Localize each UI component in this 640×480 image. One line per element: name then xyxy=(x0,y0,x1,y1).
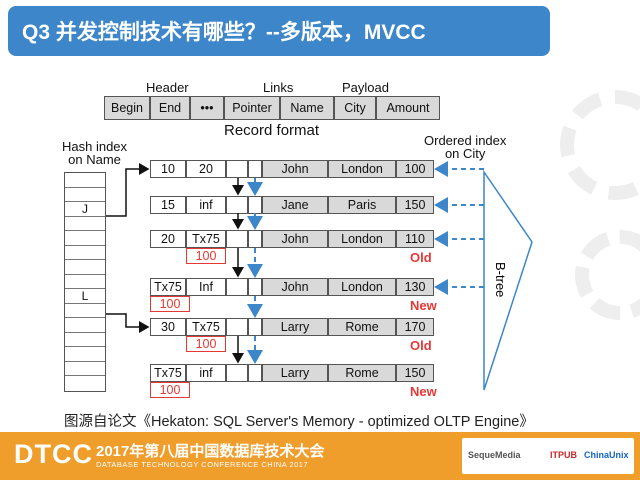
hash-bucket: J xyxy=(65,202,105,217)
record-name-cell: Larry xyxy=(262,364,328,382)
record-amount-cell: 130 xyxy=(396,278,434,296)
record-link-cell xyxy=(248,230,262,248)
background-gear-decoration xyxy=(560,90,640,200)
sponsor-logo-chinaunix: ChinaUnix xyxy=(584,450,629,460)
record-format-label: Record format xyxy=(224,122,320,139)
links-section-label: Links xyxy=(263,80,294,95)
version-tag-old: Old xyxy=(410,250,432,265)
record-sub-value: 100 xyxy=(150,296,190,312)
btree-label: B-tree xyxy=(493,262,508,297)
record-link-cell xyxy=(226,160,248,178)
record-link-cell xyxy=(248,160,262,178)
record-link-cell xyxy=(248,278,262,296)
hash-bucket xyxy=(65,231,105,246)
hash-pointer-arrow xyxy=(106,163,150,217)
record-amount-cell: 170 xyxy=(396,318,434,336)
header-section-label: Header xyxy=(146,80,189,95)
record-begin-cell: 30 xyxy=(150,318,186,336)
record-city-cell: London xyxy=(328,278,396,296)
version-tag-old: Old xyxy=(410,338,432,353)
hash-bucket xyxy=(65,347,105,362)
pointer-arrows: B-tree xyxy=(106,161,533,391)
record-amount-cell: 110 xyxy=(396,230,434,248)
record-name-cell: John xyxy=(262,160,328,178)
format-cell: Pointer xyxy=(224,96,280,120)
hash-bucket xyxy=(65,333,105,347)
record-name-cell: John xyxy=(262,230,328,248)
record-name-cell: Larry xyxy=(262,318,328,336)
record-amount-cell: 100 xyxy=(396,160,434,178)
format-cell: City xyxy=(334,96,376,120)
record-name-cell: Jane xyxy=(262,196,328,214)
record-link-cell xyxy=(226,318,248,336)
format-cell: Amount xyxy=(376,96,440,120)
record-link-cell xyxy=(226,196,248,214)
conference-name-cn: 2017年第八届中国数据库技术大会 xyxy=(96,443,325,460)
record-end-cell: inf xyxy=(186,364,226,382)
hash-index-label: Hash index on Name xyxy=(62,139,128,167)
record-begin-cell: 15 xyxy=(150,196,186,214)
hash-bucket xyxy=(65,188,105,202)
record-link-cell xyxy=(248,318,262,336)
record-amount-cell: 150 xyxy=(396,364,434,382)
btree-triangle xyxy=(483,169,533,391)
record-begin-cell: Tx75 xyxy=(150,278,186,296)
sponsor-logo-sequemedia: SequeMedia xyxy=(468,450,521,460)
record-link-cell xyxy=(248,364,262,382)
sponsor-logo-itpub: ITPUB xyxy=(550,450,577,460)
hash-bucket xyxy=(65,275,105,289)
record-end-cell: inf xyxy=(186,196,226,214)
format-cell: End xyxy=(150,96,190,120)
record-link-cell xyxy=(226,364,248,382)
record-end-cell: 20 xyxy=(186,160,226,178)
background-gear-decoration xyxy=(575,230,640,320)
record-end-cell: Tx75 xyxy=(186,230,226,248)
record-amount-cell: 150 xyxy=(396,196,434,214)
ordered-index-label: Ordered index on City xyxy=(424,133,507,161)
record-begin-cell: Tx75 xyxy=(150,364,186,382)
record-link-cell xyxy=(226,278,248,296)
record-city-cell: Rome xyxy=(328,318,396,336)
payload-section-label: Payload xyxy=(342,80,389,95)
hash-bucket xyxy=(65,318,105,333)
record-sub-value: 100 xyxy=(150,382,190,398)
hash-bucket xyxy=(65,304,105,318)
conference-name-en: DATABASE TECHNOLOGY CONFERENCE CHINA 201… xyxy=(96,460,309,469)
record-begin-cell: 10 xyxy=(150,160,186,178)
dtcc-logo: DTCC xyxy=(14,439,93,469)
hash-pointer-arrow xyxy=(106,313,150,333)
record-sub-value: 100 xyxy=(186,336,226,352)
record-name-cell: John xyxy=(262,278,328,296)
sponsor-logos: SequeMedia ITPUB ChinaUnix xyxy=(462,438,634,474)
record-city-cell: Rome xyxy=(328,364,396,382)
figure-caption: 图源自论文《Hekaton: SQL Server's Memory - opt… xyxy=(64,414,534,430)
record-city-cell: London xyxy=(328,230,396,248)
record-link-cell xyxy=(226,230,248,248)
hash-bucket: L xyxy=(65,289,105,304)
record-begin-cell: 20 xyxy=(150,230,186,248)
record-end-cell: Inf xyxy=(186,278,226,296)
slide-title: Q3 并发控制技术有哪些？--多版本，MVCC xyxy=(8,6,550,56)
hash-bucket xyxy=(65,217,105,231)
hash-bucket xyxy=(65,173,105,188)
record-sub-value: 100 xyxy=(186,248,226,264)
hash-bucket xyxy=(65,260,105,275)
record-city-cell: Paris xyxy=(328,196,396,214)
record-end-cell: Tx75 xyxy=(186,318,226,336)
record-city-cell: London xyxy=(328,160,396,178)
hash-bucket xyxy=(65,362,105,376)
footer-bar: DTCC 2017年第八届中国数据库技术大会 DATABASE TECHNOLO… xyxy=(0,432,640,480)
hash-bucket xyxy=(65,246,105,260)
version-tag-new: New xyxy=(410,298,437,313)
version-tag-new: New xyxy=(410,384,437,399)
format-cell: Begin xyxy=(104,96,150,120)
format-cell: Name xyxy=(280,96,334,120)
format-cell: ••• xyxy=(190,96,224,120)
